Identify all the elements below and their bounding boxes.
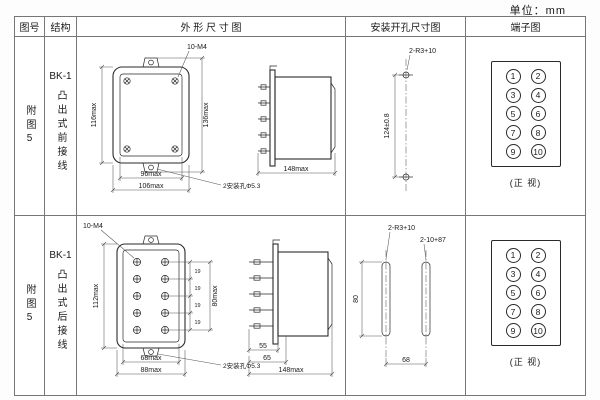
mounting-cell-row2: 80 68 2-R3+10 2-10+87 bbox=[346, 216, 466, 395]
front-view-dimension-lines bbox=[99, 50, 222, 193]
mounting-dimension-lines bbox=[359, 231, 429, 367]
dim-width-outer-label: 106max bbox=[139, 183, 164, 190]
terminal-number: 3 bbox=[505, 87, 521, 103]
thread-note-label: 10-M4 bbox=[83, 223, 103, 230]
relay-front-view bbox=[112, 57, 190, 173]
dim-d1-label: 55 bbox=[259, 343, 267, 350]
terminal-number: 8 bbox=[530, 304, 546, 320]
terminal-number: 3 bbox=[505, 266, 521, 282]
structure-cell-row1: BK-1 凸出式前接线 bbox=[45, 37, 77, 216]
outline-cell-row2: 10-M4 112max 19 19 19 19 80max 68max 88m… bbox=[77, 216, 346, 395]
header-structure: 结构 bbox=[45, 17, 77, 37]
dim-height-label: 112max bbox=[93, 283, 100, 308]
slot-note2-label: 2-10+87 bbox=[420, 237, 446, 244]
dim-height-outer-label: 136max bbox=[203, 102, 210, 127]
mounting-dimension-lines bbox=[392, 54, 411, 180]
side-view-dimension-lines bbox=[246, 324, 335, 377]
centerline bbox=[385, 250, 427, 358]
pitch-label: 19 bbox=[195, 303, 201, 309]
header-outline: 外 形 尺 寸 图 bbox=[77, 17, 346, 37]
terminal-number: 2 bbox=[530, 247, 546, 263]
dim-hole-pitch-label: 124±0.8 bbox=[384, 113, 391, 138]
terminal-number: 4 bbox=[530, 266, 546, 282]
terminal-number: 6 bbox=[530, 106, 546, 122]
terminal-number: 1 bbox=[505, 68, 521, 84]
model-label: BK-1 bbox=[49, 250, 72, 261]
view-label: (正 视) bbox=[509, 178, 542, 188]
slot-note-label: 2-R3+10 bbox=[409, 48, 436, 55]
dim-depth-label: 148max bbox=[279, 367, 304, 374]
terminal-studs bbox=[258, 84, 270, 154]
terminal-number: 9 bbox=[505, 323, 521, 339]
pitch-label: 19 bbox=[195, 269, 201, 275]
header-fig-no: 图号 bbox=[15, 17, 45, 37]
mounting-holes-drawing-rear-wiring: 80 68 2-R3+10 2-10+87 bbox=[353, 225, 446, 367]
terminal-number: 4 bbox=[530, 87, 546, 103]
terminal-screws bbox=[123, 77, 179, 153]
terminal-number: 9 bbox=[505, 144, 521, 160]
terminal-number: 10 bbox=[530, 144, 546, 160]
fig-no-cell-row2: 附图5 bbox=[15, 216, 45, 395]
mounting-hole-note-label: 2安装孔Φ5.3 bbox=[223, 361, 261, 370]
pitch-label: 19 bbox=[195, 320, 201, 326]
dim-width-inner-label: 68max bbox=[140, 355, 162, 362]
dim-width-inner-label: 96max bbox=[140, 171, 162, 178]
terminal-number: 5 bbox=[505, 106, 521, 122]
terminal-number: 7 bbox=[505, 304, 521, 320]
terminal-cell-row1: 1 2 3 4 5 6 7 8 9 10 (正 视) bbox=[466, 37, 585, 216]
outline-drawing-rear-wiring: 10-M4 112max 19 19 19 19 80max 68max 88m… bbox=[83, 223, 335, 377]
terminal-number: 5 bbox=[505, 285, 521, 301]
thread-note-label: 10-M4 bbox=[187, 44, 207, 51]
mounting-holes-drawing-front-wiring: 124±0.8 2-R3+10 bbox=[384, 48, 436, 193]
spec-table: 图号 结构 外 形 尺 寸 图 安装开孔尺寸图 端子图 附图5 BK-1 凸出式… bbox=[14, 16, 586, 396]
terminal-diagram: 1 2 3 4 5 6 7 8 9 10 bbox=[490, 61, 561, 167]
terminal-diagram: 1 2 3 4 5 6 7 8 9 10 bbox=[490, 240, 561, 346]
dim-width-outer-label: 88max bbox=[140, 367, 162, 374]
structure-label: 凸出式后接线 bbox=[55, 269, 66, 353]
fig-no-label: 附图5 bbox=[24, 284, 35, 327]
terminal-screws bbox=[133, 258, 169, 334]
dim-span-label: 80max bbox=[212, 285, 219, 307]
terminal-cell-row2: 1 2 3 4 5 6 7 8 9 10 (正 视) bbox=[466, 216, 585, 395]
model-label: BK-1 bbox=[49, 71, 72, 82]
terminal-number: 1 bbox=[505, 247, 521, 263]
front-view-dimension-lines bbox=[100, 229, 222, 377]
header-terminal: 端子图 bbox=[466, 17, 585, 37]
fig-no-cell-row1: 附图5 bbox=[15, 37, 45, 216]
terminal-studs bbox=[249, 259, 273, 329]
outline-cell-row1: 116max 136max 96max 106max 10-M4 2安装孔Φ5.… bbox=[77, 37, 346, 216]
fig-no-label: 附图5 bbox=[24, 104, 35, 148]
slot-note-label: 2-R3+10 bbox=[388, 225, 415, 232]
relay-side-view bbox=[249, 239, 333, 345]
relay-side-view bbox=[258, 65, 336, 167]
mounting-slots bbox=[381, 261, 431, 337]
terminal-number: 6 bbox=[530, 285, 546, 301]
outline-drawing-front-wiring: 116max 136max 96max 106max 10-M4 2安装孔Φ5.… bbox=[91, 44, 338, 193]
header-mounting: 安装开孔尺寸图 bbox=[346, 17, 466, 37]
relay-front-view bbox=[116, 235, 186, 357]
dim-height-inner-label: 116max bbox=[91, 102, 98, 127]
dim-d2-label: 65 bbox=[263, 355, 271, 362]
structure-label: 凸出式前接线 bbox=[55, 90, 66, 174]
dim-slot-spacing-label: 68 bbox=[402, 357, 410, 364]
mounting-hole-note-label: 2安装孔Φ5.3 bbox=[223, 181, 261, 190]
dim-slot-length-label: 80 bbox=[353, 295, 360, 303]
terminal-number: 2 bbox=[530, 68, 546, 84]
terminal-number: 8 bbox=[530, 125, 546, 141]
structure-cell-row2: BK-1 凸出式后接线 bbox=[45, 216, 77, 395]
unit-label: 单位：mm bbox=[509, 5, 566, 17]
terminal-number: 10 bbox=[530, 323, 546, 339]
pitch-label: 19 bbox=[195, 286, 201, 292]
mounting-cell-row1: 124±0.8 2-R3+10 bbox=[346, 37, 466, 216]
dim-depth-label: 148max bbox=[284, 166, 309, 173]
side-view-dimension-lines bbox=[255, 153, 338, 176]
view-label: (正 视) bbox=[509, 357, 542, 367]
terminal-number: 7 bbox=[505, 125, 521, 141]
